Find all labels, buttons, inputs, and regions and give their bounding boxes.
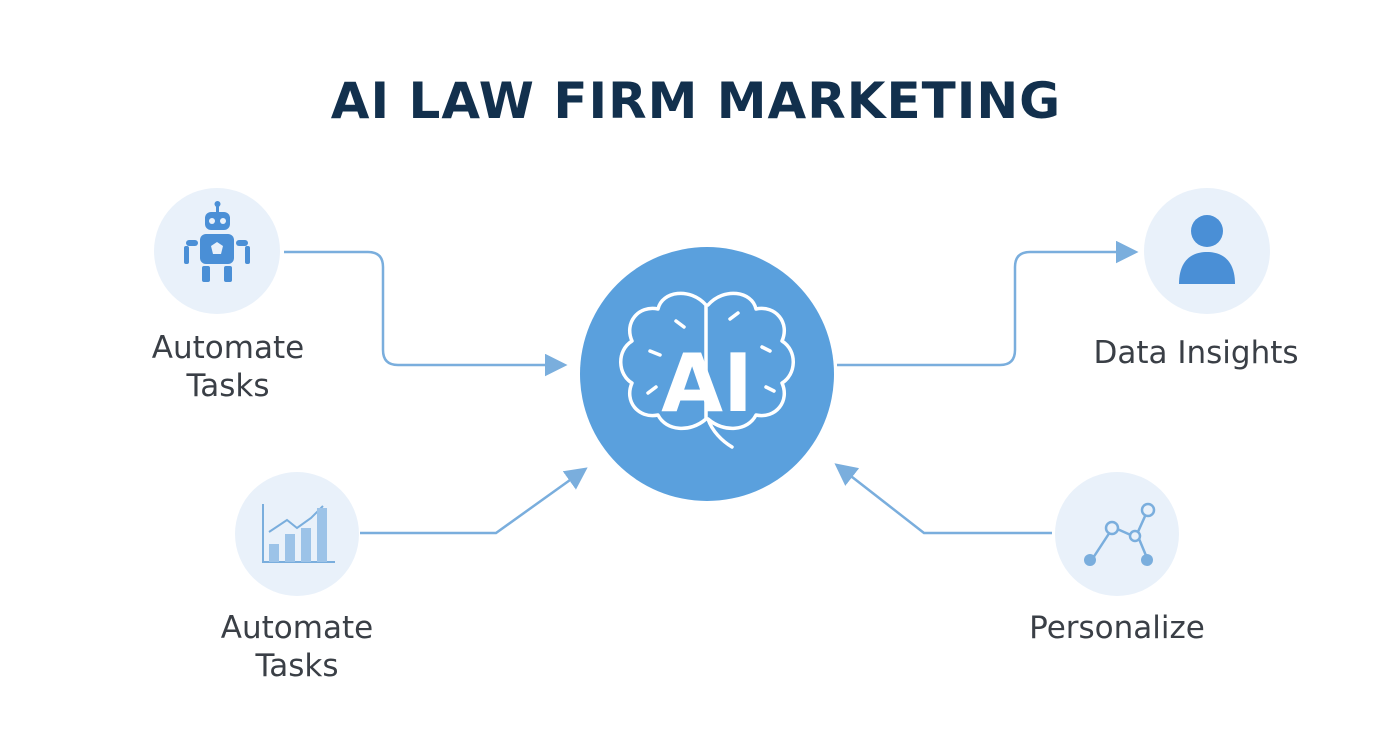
automate-tasks-label-line-2: Tasks	[186, 368, 270, 404]
robot-icon	[184, 201, 250, 282]
hub-ai-label: AI	[661, 337, 753, 430]
connector-automate-tasks-top-to-hub	[284, 250, 568, 377]
brain-icon	[619, 291, 795, 449]
connector-personalize-to-hub	[834, 463, 1052, 535]
connector-hub-to-data-insights	[837, 240, 1139, 367]
personalize-label: Personalize	[997, 609, 1237, 647]
automate-tasks-chart-node-circle	[235, 472, 359, 596]
network-nodes-icon	[1084, 502, 1156, 566]
data-insights-label: Data Insights	[1076, 334, 1316, 372]
automate-tasks-label-line-1: Automate	[151, 330, 305, 366]
automate-tasks-chart-label: Automate Tasks	[187, 609, 407, 685]
bar-chart-icon	[262, 504, 335, 563]
diagram-title: AI LAW FIRM MARKETING	[330, 72, 1062, 130]
data-insights-node-circle	[1144, 188, 1270, 314]
user-icon	[1179, 215, 1235, 284]
automate-tasks-chart-label-line-1: Automate	[220, 610, 374, 646]
personalize-label-line-1: Personalize	[1029, 610, 1205, 646]
connector-automate-tasks-bottom-to-hub	[360, 467, 588, 535]
personalize-node-circle	[1055, 472, 1179, 596]
data-insights-label-line-1: Data Insights	[1093, 335, 1299, 371]
automate-tasks-chart-label-line-2: Tasks	[255, 648, 339, 684]
automate-tasks-label: Automate Tasks	[118, 329, 338, 405]
